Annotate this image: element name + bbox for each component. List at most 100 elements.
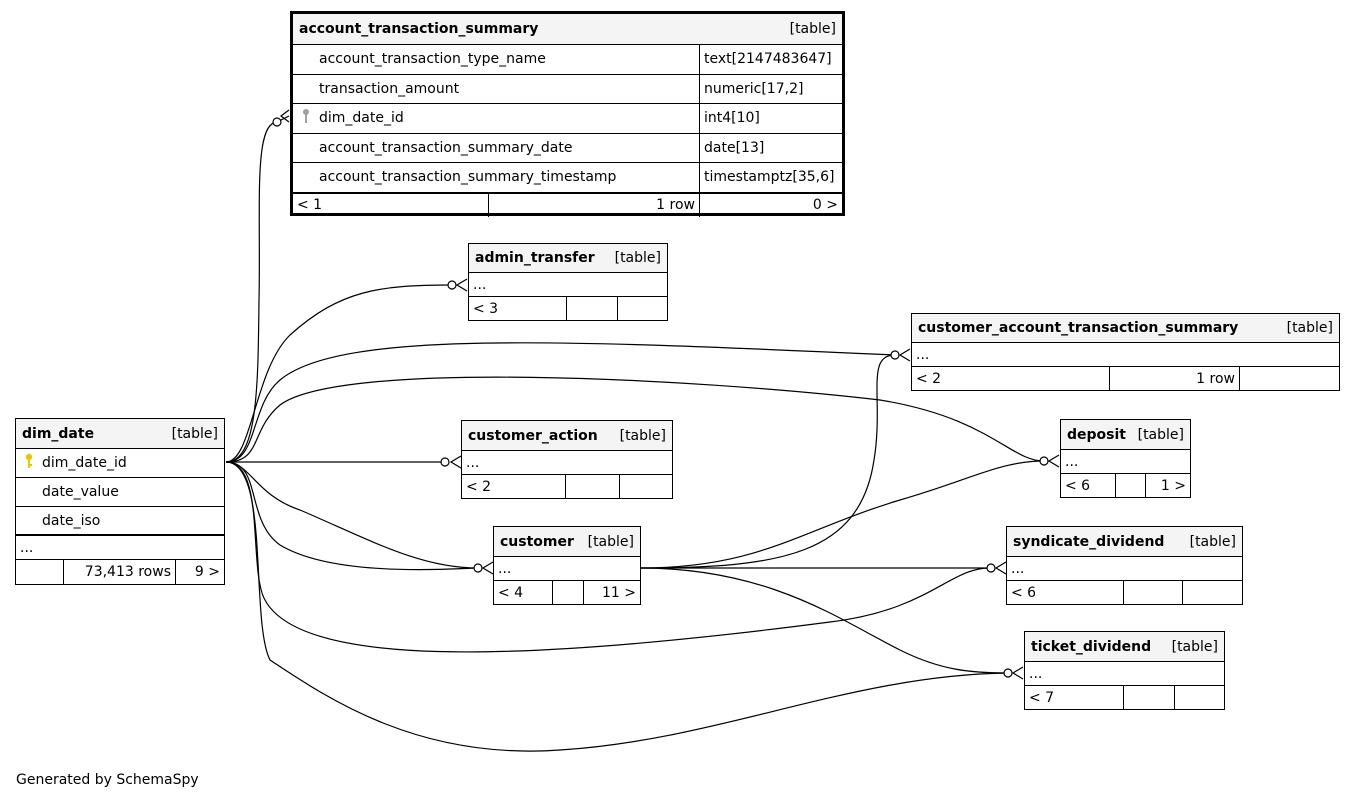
crowfoot-ticket [1011,666,1024,680]
column-name: account_transaction_summary_date [319,139,573,156]
table-customer[interactable]: customer [table] ... < 4 11 > [493,526,641,605]
edge-dimdate-ats [225,115,290,463]
generated-by-footer: Generated by SchemaSpy [16,772,199,788]
children-count[interactable]: 9 > [194,564,220,580]
table-customer-action[interactable]: customer_action [table] ... < 2 [461,420,673,499]
column-type: numeric[17,2] [704,80,804,97]
table-admin-transfer[interactable]: admin_transfer [table] ... < 3 [468,243,668,321]
column-name: date_value [42,484,119,500]
cardinality-cats-1 [890,350,900,360]
children-count[interactable]: 11 > [602,584,636,601]
table-ticket-dividend[interactable]: ticket_dividend [table] ... < 7 [1024,631,1225,710]
table-kind: [table] [789,21,836,37]
edge-dimdate-cats [225,342,896,463]
column-name: account_transaction_type_name [319,51,546,68]
more-columns: ... [1025,662,1224,686]
table-customer-account-transaction-summary[interactable]: customer_account_transaction_summary [ta… [911,313,1340,391]
column-type: int4[10] [704,110,760,127]
column-row[interactable]: date_value [16,478,224,507]
crowfoot-customer [481,561,494,575]
parents-count[interactable]: < 2 [916,370,942,387]
table-name: customer_action [468,427,598,444]
table-deposit[interactable]: deposit [table] ... < 6 1 > [1060,419,1191,498]
table-header: customer_action [table] [462,421,672,451]
column-row[interactable]: account_transaction_summary_timestamp ti… [293,163,842,193]
row-count: 1 row [1196,370,1235,387]
edge-customer-ticket [639,567,1009,674]
table-kind: [table] [619,427,666,444]
parents-count[interactable]: < 6 [1011,584,1037,601]
table-footer: < 6 [1007,581,1242,604]
table-footer: < 7 [1025,686,1224,709]
table-syndicate-dividend[interactable]: syndicate_dividend [table] ... < 6 [1006,526,1243,605]
edge-customer-deposit [639,460,1045,569]
more-columns: ... [16,536,224,560]
table-name: dim_date [22,425,95,442]
table-name: syndicate_dividend [1013,533,1165,550]
parents-count[interactable]: < 3 [473,300,499,317]
row-count: 73,413 rows [84,564,171,580]
table-kind: [table] [171,425,218,442]
parents-count[interactable]: < 2 [466,478,492,495]
table-kind: [table] [614,250,661,266]
column-row[interactable]: dim_date_id [16,449,224,478]
column-type: text[2147483647] [704,51,832,68]
table-kind: [table] [1137,426,1184,443]
table-header: account_transaction_summary [table] [293,14,842,45]
table-header: syndicate_dividend [table] [1007,527,1242,557]
edge-dimdate-ticket [225,461,1009,752]
table-header: ticket_dividend [table] [1025,632,1224,662]
children-count[interactable]: 1 > [1160,477,1186,494]
table-header: dim_date [table] [16,419,224,449]
column-row[interactable]: transaction_amount numeric[17,2] [293,74,842,104]
cardinality-customer [473,563,483,573]
crowfoot-cats [898,348,911,362]
table-name: customer_account_transaction_summary [918,320,1239,336]
column-type: timestamptz[35,6] [704,169,835,186]
column-row[interactable]: date_iso [16,507,224,536]
column-type: date[13] [704,139,765,156]
column-name: date_iso [42,512,101,529]
cardinality-ticket [1003,668,1013,678]
crowfoot-admin-transfer [455,278,468,292]
children-count[interactable]: 0 > [812,197,838,213]
table-name: ticket_dividend [1031,638,1152,655]
more-columns: ... [462,451,672,475]
column-row[interactable]: account_transaction_type_name text[21474… [293,45,842,75]
primary-key-icon [16,453,42,473]
cardinality-admin-transfer [447,280,457,290]
cardinality-customer-action [440,457,450,467]
table-name: deposit [1067,426,1126,443]
table-footer: < 4 11 > [494,581,640,604]
crowfoot-syndicate [994,561,1007,575]
edge-dimdate-admin-transfer [225,284,453,463]
column-row[interactable]: account_transaction_summary_date date[13… [293,133,842,163]
more-columns: ... [469,273,667,297]
table-header: admin_transfer [table] [469,244,667,273]
edge-customer-cats [639,354,896,569]
edge-dimdate-customer-a [225,461,479,569]
cardinality-ats [272,117,282,127]
table-footer: < 3 [469,297,667,320]
row-count: 1 row [656,197,695,213]
parents-count[interactable]: < 6 [1065,477,1091,494]
parents-count[interactable]: < 4 [498,584,524,601]
table-header: customer_account_transaction_summary [ta… [912,314,1339,343]
parents-count[interactable]: < 1 [297,197,323,213]
table-dim-date[interactable]: dim_date [table] dim_date_id date_value … [15,418,225,585]
parents-count[interactable]: < 7 [1029,689,1055,706]
edge-dimdate-customer-b [225,461,479,571]
column-name: dim_date_id [319,110,404,127]
more-columns: ... [1007,557,1242,581]
more-columns: ... [912,343,1339,367]
crowfoot-customer-action [449,455,462,469]
table-kind: [table] [1171,638,1218,655]
column-row[interactable]: dim_date_id int4[10] [293,104,842,134]
edge-dimdate-deposit [225,376,1045,463]
cardinality-deposit [1039,456,1049,466]
table-account-transaction-summary[interactable]: account_transaction_summary [table] acco… [290,11,845,217]
cardinality-syndicate [986,563,996,573]
table-footer: 73,413 rows 9 > [16,560,224,584]
table-footer: < 1 1 row 0 > [293,192,842,217]
table-header: customer [table] [494,527,640,557]
